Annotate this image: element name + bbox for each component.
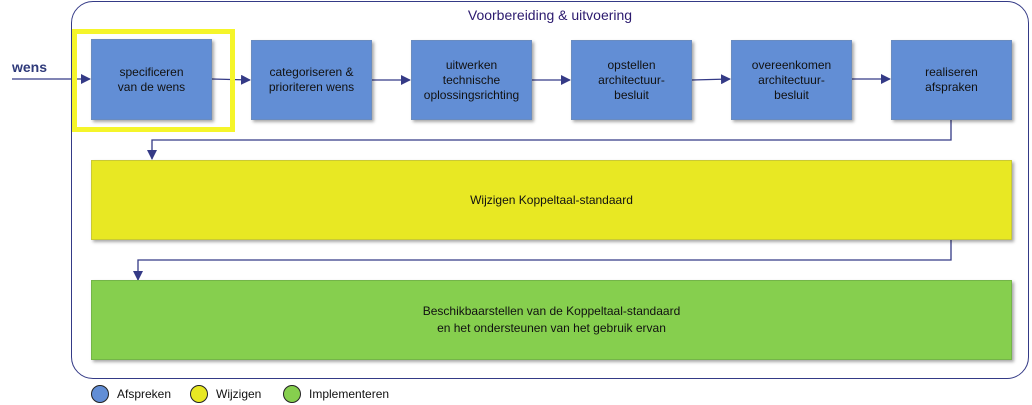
process-frame — [71, 1, 1029, 379]
phase-implementeren[interactable]: Beschikbaarstellen van de Koppeltaal-sta… — [91, 280, 1012, 360]
legend-label: Wijzigen — [216, 387, 262, 401]
green-circle-icon — [283, 385, 301, 403]
step-realiseren[interactable]: realiseren afspraken — [891, 40, 1012, 120]
arrow-wijzigen-to-implementeren — [133, 240, 952, 281]
arrow-4-5 — [691, 74, 731, 85]
step-overeenkomen[interactable]: overeenkomen architectuur- besluit — [731, 40, 852, 120]
step-uitwerken[interactable]: uitwerken technische oplossingsrichting — [411, 40, 532, 120]
blue-circle-icon — [91, 385, 109, 403]
legend-implementeren: Implementeren — [283, 385, 389, 403]
phase-wijzigen[interactable]: Wijzigen Koppeltaal-standaard — [91, 160, 1012, 240]
legend-label: Afspreken — [117, 387, 172, 401]
yellow-circle-icon — [190, 385, 208, 403]
legend-afspreken: Afspreken — [91, 385, 171, 403]
arrow-6-to-wijzigen — [147, 120, 952, 160]
step-specificeren[interactable]: specificeren van de wens — [91, 39, 212, 120]
input-label: wens — [12, 59, 48, 75]
step-categoriseren[interactable]: categoriseren & prioriteren wens — [251, 40, 372, 120]
legend-label: Implementeren — [309, 387, 390, 401]
legend-wijzigen: Wijzigen — [190, 385, 261, 403]
step-opstellen[interactable]: opstellen architectuur- besluit — [571, 40, 692, 120]
highlight-frame — [72, 29, 235, 132]
diagram-title: Voorbereiding & uitvoering — [467, 7, 633, 23]
